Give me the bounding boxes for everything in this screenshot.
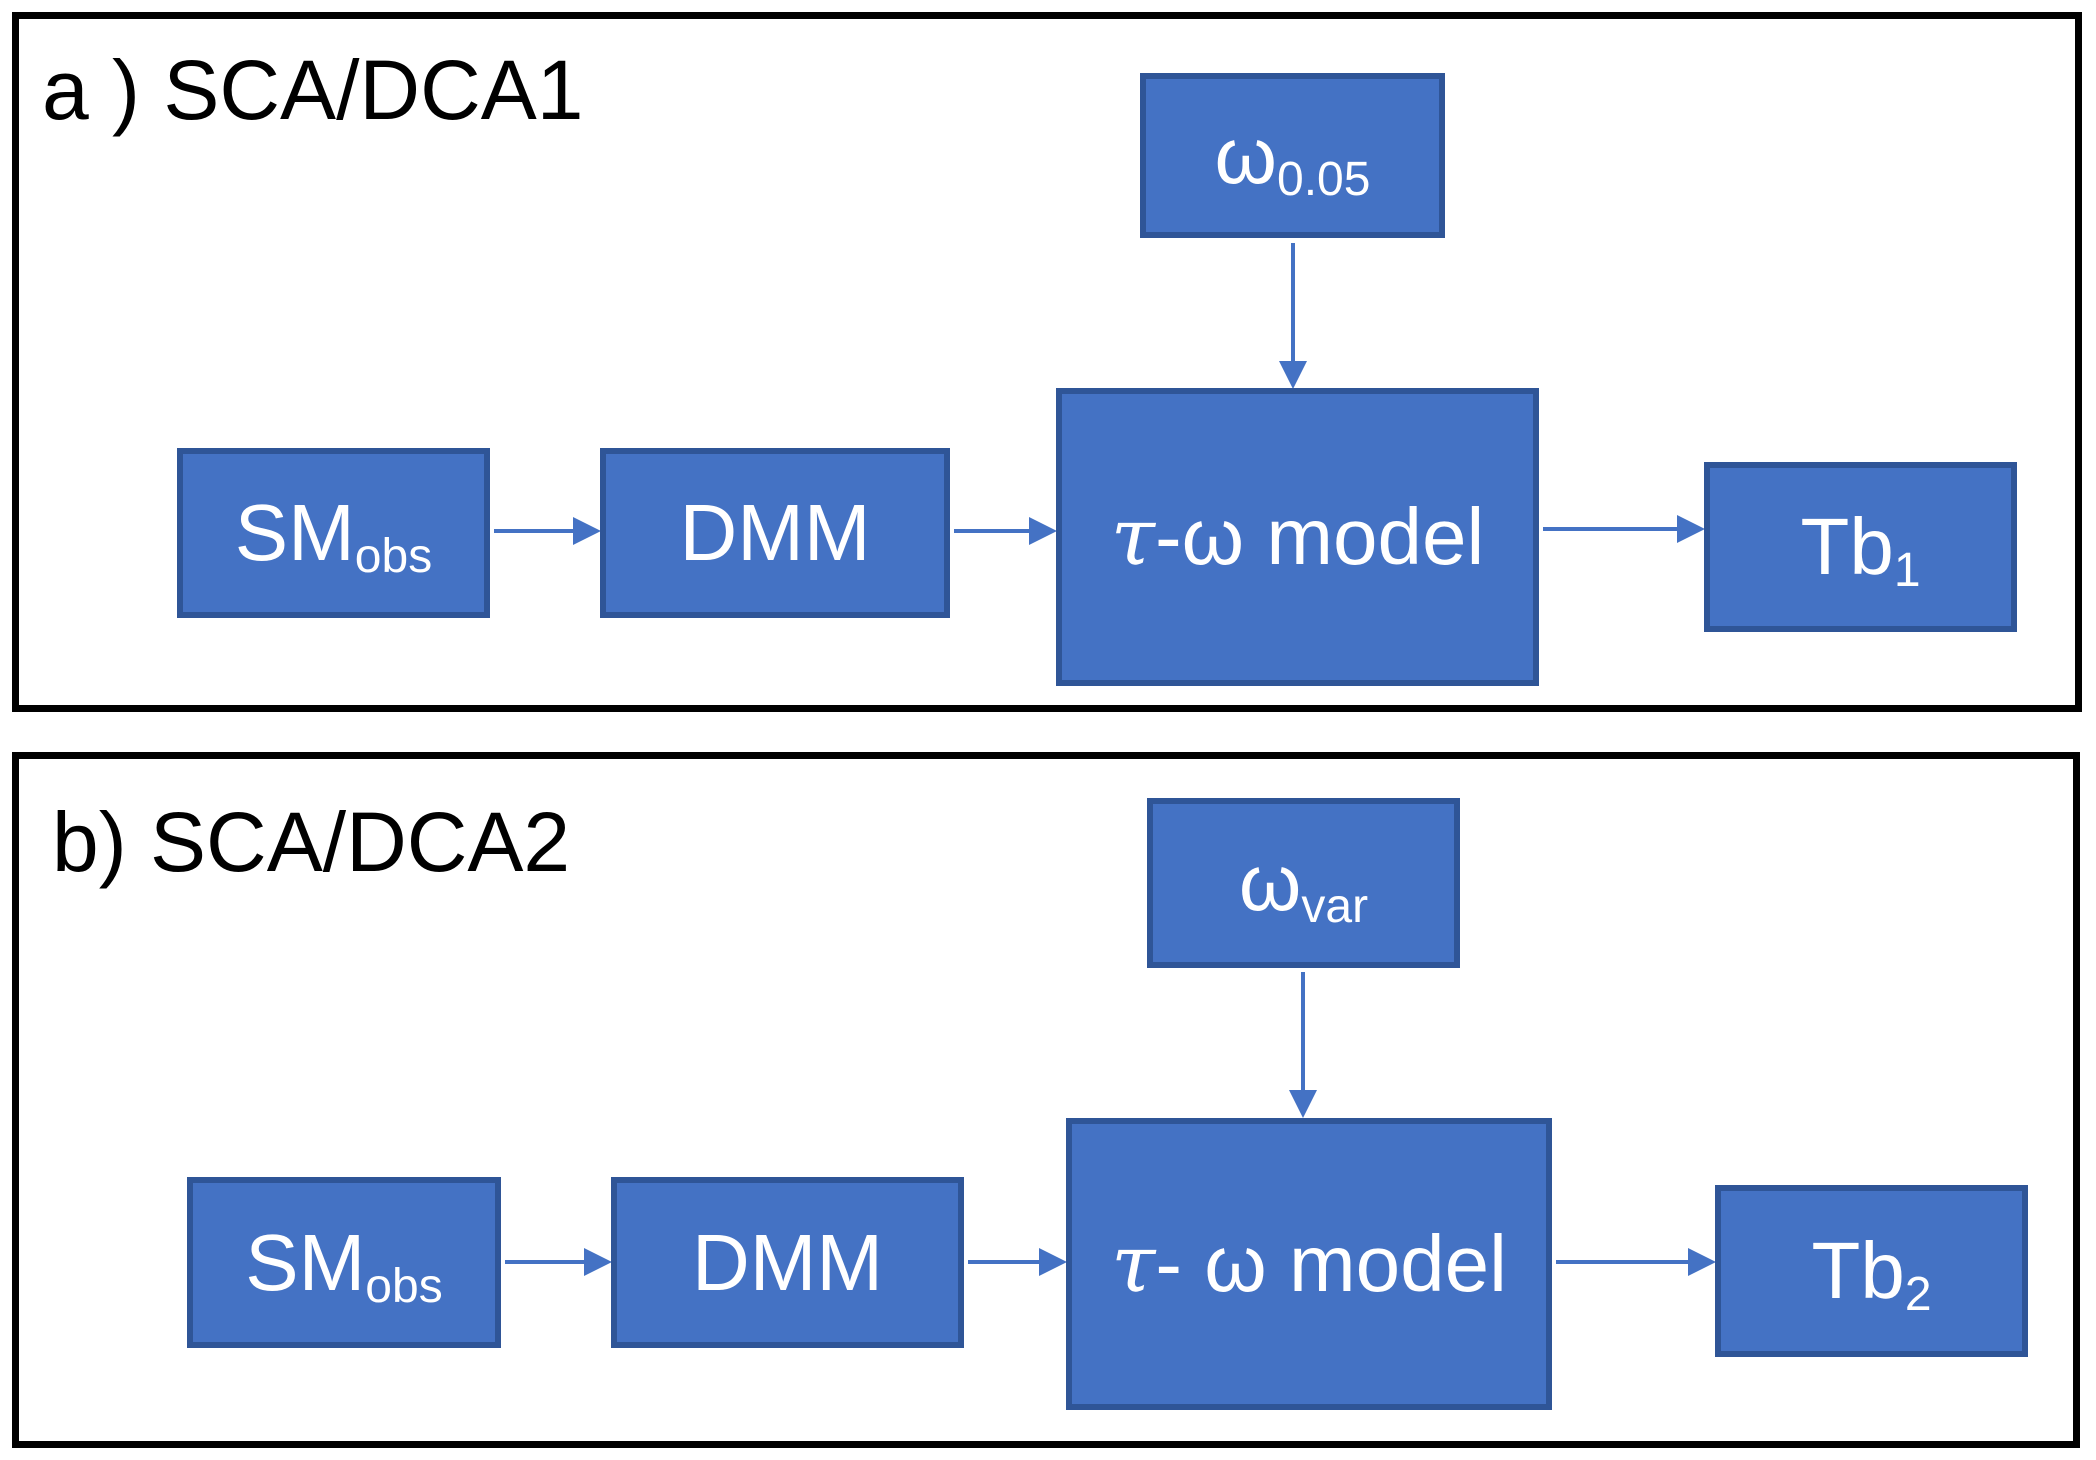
tb1-box: Tb1 [1704, 462, 2017, 632]
tb2-text: Tb [1811, 1226, 1905, 1315]
tb1-text: Tb [1800, 502, 1894, 591]
panel-b-label: b) SCA/DCA2 [52, 795, 571, 889]
tau-omega-model-text-a: -ω model [1155, 492, 1485, 581]
sm-obs-box-b: SMobs [187, 1177, 501, 1348]
tau-omega-model-text-b: - ω model [1155, 1219, 1507, 1308]
dmm-box-a: DMM [600, 448, 950, 618]
dmm-text-a: DMM [679, 488, 871, 577]
tb1-subscript: 1 [1893, 544, 1921, 598]
dmm-box-b: DMM [611, 1177, 964, 1348]
tb2-subscript: 2 [1904, 1268, 1932, 1322]
dmm-text-b: DMM [691, 1217, 884, 1307]
tb2-box: Tb2 [1715, 1185, 2028, 1357]
sm-obs-subscript-b: obs [365, 1259, 443, 1313]
sm-obs-text-a: SM [234, 488, 355, 577]
omega-005-symbol: ω [1214, 110, 1278, 200]
panel-a-frame [12, 12, 2082, 712]
omega-var-symbol: ω [1238, 838, 1302, 927]
tau-symbol-b: τ [1111, 1217, 1156, 1310]
omega-005-subscript: 0.05 [1277, 152, 1371, 206]
omega-var-subscript: var [1301, 880, 1369, 934]
tau-omega-model-box-b: τ- ω model [1066, 1118, 1552, 1410]
tau-omega-model-box-a: τ-ω model [1056, 388, 1539, 686]
omega-005-box: ω0.05 [1140, 73, 1445, 238]
panel-a-label: a ) SCA/DCA1 [42, 43, 584, 137]
panel-b-frame [12, 752, 2080, 1448]
sm-obs-subscript-a: obs [354, 530, 433, 584]
sm-obs-text-b: SM [245, 1217, 366, 1307]
sm-obs-box-a: SMobs [177, 448, 490, 618]
omega-var-box: ωvar [1147, 798, 1460, 968]
tau-symbol-a: τ [1110, 490, 1156, 583]
